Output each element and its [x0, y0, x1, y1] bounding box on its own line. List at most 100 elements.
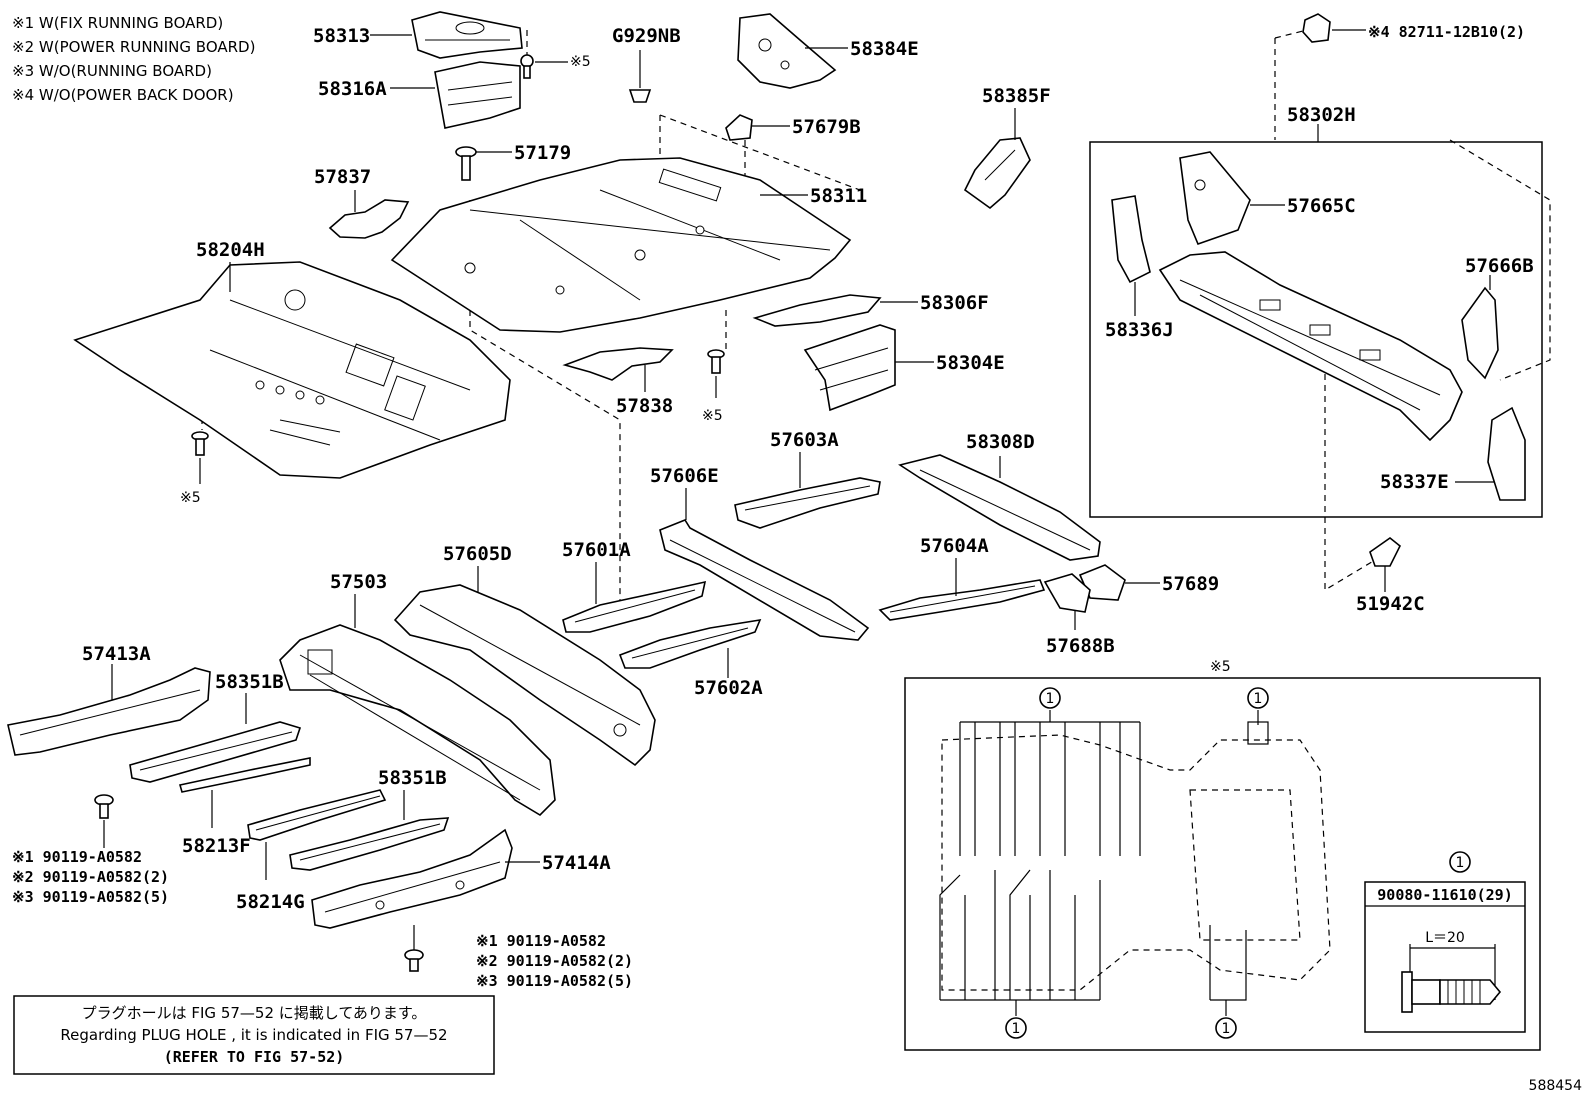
part-58213F: 58213F	[178, 757, 311, 857]
part-57679B: 57679B	[725, 114, 861, 141]
part-57606E: 57606E	[650, 465, 870, 641]
label-57179: 57179	[514, 142, 571, 164]
note-4: ※4 W/O(POWER BACK DOOR)	[12, 86, 234, 104]
bolt-left-3: ※3 90119-A0582(5)	[12, 888, 169, 906]
part-58304E: 58304E	[803, 324, 1005, 412]
label-57602A: 57602A	[694, 677, 763, 699]
part-58308D: 58308D	[898, 431, 1101, 561]
label-57606E: 57606E	[650, 465, 719, 487]
part-57688B: 57688B	[1043, 573, 1115, 657]
part-58385F: 58385F	[963, 85, 1051, 210]
label-57503: 57503	[330, 571, 387, 593]
callout-bottom-right: 1	[1222, 1021, 1231, 1037]
part-58384E: 58384E	[737, 13, 919, 89]
part-58316A: 58316A	[318, 61, 521, 129]
note-1: ※1 W(FIX RUNNING BOARD)	[12, 14, 223, 32]
part-58351B-a: 58351B	[129, 671, 302, 783]
figure-id: 588454	[1529, 1078, 1583, 1094]
bolt-right-1: ※1 90119-A0582	[476, 932, 606, 950]
label-57603A: 57603A	[770, 429, 839, 451]
bolt-left-2: ※2 90119-A0582(2)	[12, 868, 169, 886]
part-57838: 57838	[562, 347, 674, 417]
part-58306F: 58306F	[752, 292, 989, 327]
label-57414A: 57414A	[542, 852, 611, 874]
label-58313: 58313	[313, 25, 370, 47]
label-57413A: 57413A	[82, 643, 151, 665]
plug-note-ref: (REFER TO FIG 57-52)	[164, 1048, 345, 1066]
note-2: ※2 W(POWER RUNNING BOARD)	[12, 38, 255, 56]
part-58313: 58313	[313, 11, 523, 59]
bolt-left-1: ※1 90119-A0582	[12, 848, 142, 866]
bolt-right-3: ※3 90119-A0582(5)	[476, 972, 633, 990]
part-57837: 57837	[314, 166, 410, 239]
label-57838: 57838	[616, 395, 673, 417]
label-58384E: 58384E	[850, 38, 919, 60]
label-57605D: 57605D	[443, 543, 512, 565]
part-57503: 57503	[279, 571, 556, 817]
label-57665C: 57665C	[1287, 195, 1356, 217]
callout-clip: 1	[1456, 855, 1465, 871]
label-57601A: 57601A	[562, 539, 631, 561]
assembly-58302H: 58302H 57665C 58336J 57666B 58337E	[1089, 104, 1543, 518]
part-57179: 57179	[455, 142, 571, 181]
label-57604A: 57604A	[920, 535, 989, 557]
part-82711: ※4 82711-12B10(2)	[1302, 13, 1525, 43]
label-57837: 57837	[314, 166, 371, 188]
part-51942C: 51942C	[1356, 537, 1425, 615]
bolt-left: ※5	[180, 431, 209, 506]
label-58351B-b: 58351B	[378, 767, 447, 789]
label-57666B: 57666B	[1465, 255, 1534, 277]
part-G929NB: G929NB	[612, 25, 681, 103]
label-58204H: 58204H	[196, 239, 265, 261]
label-mark5-left: ※5	[180, 490, 201, 506]
label-57688B: 57688B	[1046, 635, 1115, 657]
bolt-right-bottom: ※1 90119-A0582 ※2 90119-A0582(2) ※3 9011…	[404, 925, 633, 990]
bolt-top: ※5	[520, 54, 591, 79]
part-58351B-b: 58351B	[289, 767, 450, 871]
label-57679B: 57679B	[792, 116, 861, 138]
label-51942C: 51942C	[1356, 593, 1425, 615]
label-58308D: 58308D	[966, 431, 1035, 453]
bolt-mid: ※5	[702, 349, 725, 424]
part-57601A: 57601A	[562, 539, 707, 633]
clip-length: L＝20	[1425, 930, 1465, 946]
callout-top-right: 1	[1254, 691, 1263, 707]
part-57605D: 57605D	[393, 543, 656, 767]
part-57413A: 57413A	[7, 643, 211, 756]
note-3: ※3 W/O(RUNNING BOARD)	[12, 62, 212, 80]
bolt-right-2: ※2 90119-A0582(2)	[476, 952, 633, 970]
detail-box-mark5: ※5 1 1 1 1 1 90080-11610(29) L＝20	[904, 659, 1541, 1051]
callout-top-left: 1	[1046, 691, 1055, 707]
label-58214G: 58214G	[236, 891, 305, 913]
label-58336J: 58336J	[1105, 319, 1174, 341]
part-57604A: 57604A	[878, 535, 1046, 621]
part-58214G: 58214G	[236, 789, 387, 913]
label-58302H: 58302H	[1287, 104, 1356, 126]
label-58316A: 58316A	[318, 78, 387, 100]
bolt-left-bottom: ※1 90119-A0582 ※2 90119-A0582(2) ※3 9011…	[12, 794, 169, 906]
label-58213F: 58213F	[182, 835, 251, 857]
label-82711: ※4 82711-12B10(2)	[1368, 23, 1525, 41]
plug-hole-note: プラグホールは FIG 57—52 に掲載してあります。 Regarding P…	[13, 995, 495, 1075]
label-58385F: 58385F	[982, 85, 1051, 107]
label-58304E: 58304E	[936, 352, 1005, 374]
plug-note-en: Regarding PLUG HOLE , it is indicated in…	[60, 1026, 447, 1044]
label-58306F: 58306F	[920, 292, 989, 314]
part-58311: 58311	[390, 157, 867, 333]
label-57689: 57689	[1162, 573, 1219, 595]
clip-part-number: 90080-11610(29)	[1377, 886, 1512, 904]
part-57689: 57689	[1078, 564, 1219, 601]
label-mark5-mid: ※5	[702, 408, 723, 424]
label-58351B-a: 58351B	[215, 671, 284, 693]
callout-bottom-left: 1	[1012, 1021, 1021, 1037]
legend-notes: ※1 W(FIX RUNNING BOARD) ※2 W(POWER RUNNI…	[12, 14, 255, 104]
part-57603A: 57603A	[734, 429, 881, 529]
part-57602A: 57602A	[618, 618, 763, 699]
part-57414A: 57414A	[311, 828, 611, 929]
label-58337E: 58337E	[1380, 471, 1449, 493]
detail-box-title: ※5	[1210, 659, 1231, 675]
label-G929NB: G929NB	[612, 25, 681, 47]
plug-note-jp: プラグホールは FIG 57—52 に掲載してあります。	[82, 1004, 427, 1022]
label-mark5-top: ※5	[570, 54, 591, 70]
